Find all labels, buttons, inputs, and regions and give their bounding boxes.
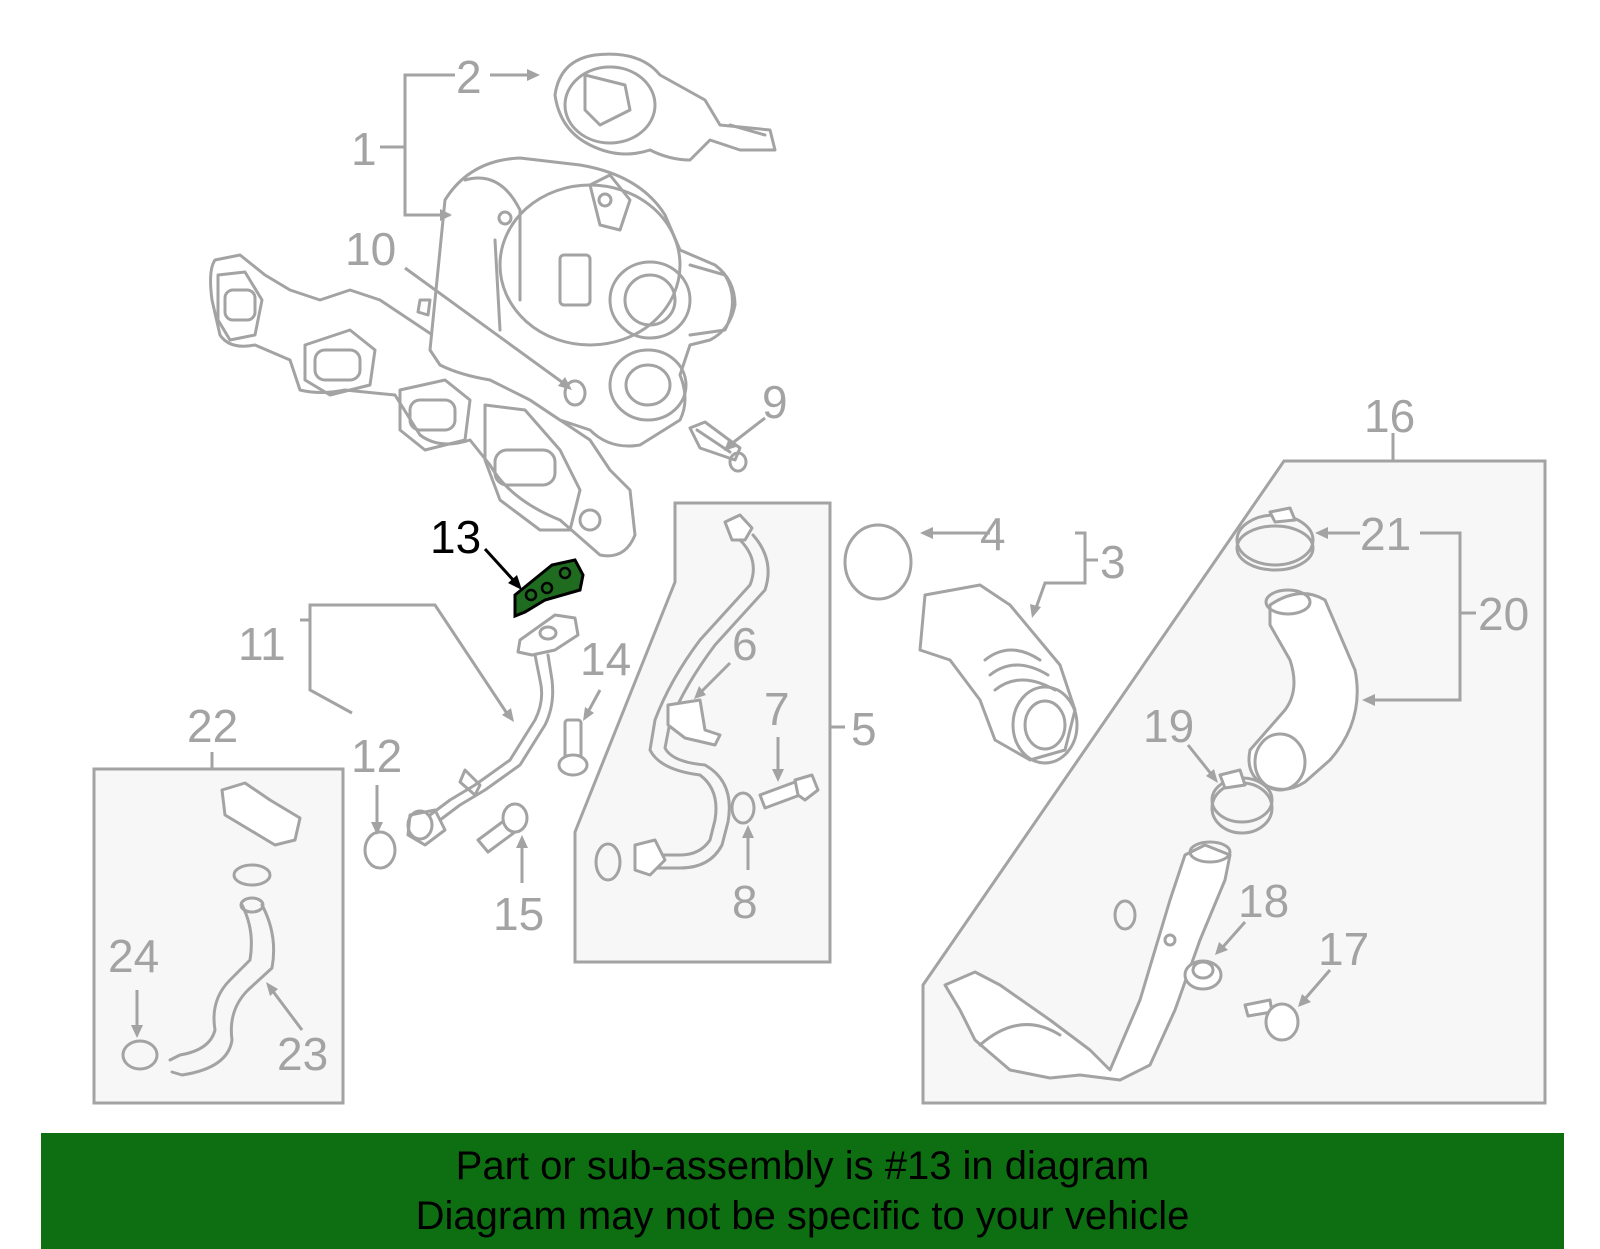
callout-12: 12 [351,730,402,782]
hose-23-part [168,863,276,1077]
callout-10: 10 [345,223,396,275]
coolant-pipe-5-part [594,513,770,882]
bracket-22-part [220,781,302,847]
ring-8-part [730,791,756,825]
callout-5: 5 [851,703,877,755]
bolt-14-part [557,718,589,777]
callout-3: 3 [1100,536,1126,588]
clamp-19-part [1210,768,1274,835]
callout-21: 21 [1360,508,1411,560]
bolt-17-part [1243,998,1300,1042]
callout-6: 6 [732,618,758,670]
sensor-9-part [688,420,748,473]
info-banner: Part or sub-assembly is #13 in diagram D… [41,1133,1564,1249]
callout-13: 13 [430,511,481,563]
callout-22: 22 [187,700,238,752]
callout-24: 24 [108,930,159,982]
callout-2: 2 [456,51,482,103]
callout-18: 18 [1238,875,1289,927]
callout-9: 9 [762,376,788,428]
seal-ring-4-part [843,523,913,601]
o-ring-12-part [363,830,397,870]
bolt-7-part [758,773,820,810]
callout-23: 23 [277,1028,328,1080]
hose-20-part [1247,588,1359,792]
gasket-13-highlighted [513,558,585,619]
clamp-21-part [1235,506,1315,572]
turbocharger-part [209,156,737,558]
callout-16: 16 [1364,390,1415,442]
oil-pipe-11-part [406,613,580,847]
grommet-18-part [1183,959,1223,991]
callout-14: 14 [580,633,631,685]
leader-lines [131,69,1476,1038]
actuator-part [553,52,777,162]
clip-6-part [666,698,722,747]
banner-line-part-number: Part or sub-assembly is #13 in diagram [455,1144,1150,1188]
callout-20: 20 [1478,588,1529,640]
clamp-24-part [121,1039,159,1071]
group-box-22 [92,767,345,1105]
intake-hose-3-part [918,583,1079,765]
callout-4: 4 [980,508,1006,560]
callout-7: 7 [764,683,790,735]
callout-8: 8 [732,876,758,928]
callout-17: 17 [1318,923,1369,975]
banner-line-disclaimer: Diagram may not be specific to your vehi… [415,1194,1190,1238]
callout-19: 19 [1143,700,1194,752]
charge-pipe-16-part [943,840,1232,1082]
callout-11: 11 [238,618,286,670]
callout-15: 15 [493,888,544,940]
callout-1: 1 [351,123,377,175]
o-ring-10-part [563,379,587,407]
bolt-15-part [476,802,529,854]
